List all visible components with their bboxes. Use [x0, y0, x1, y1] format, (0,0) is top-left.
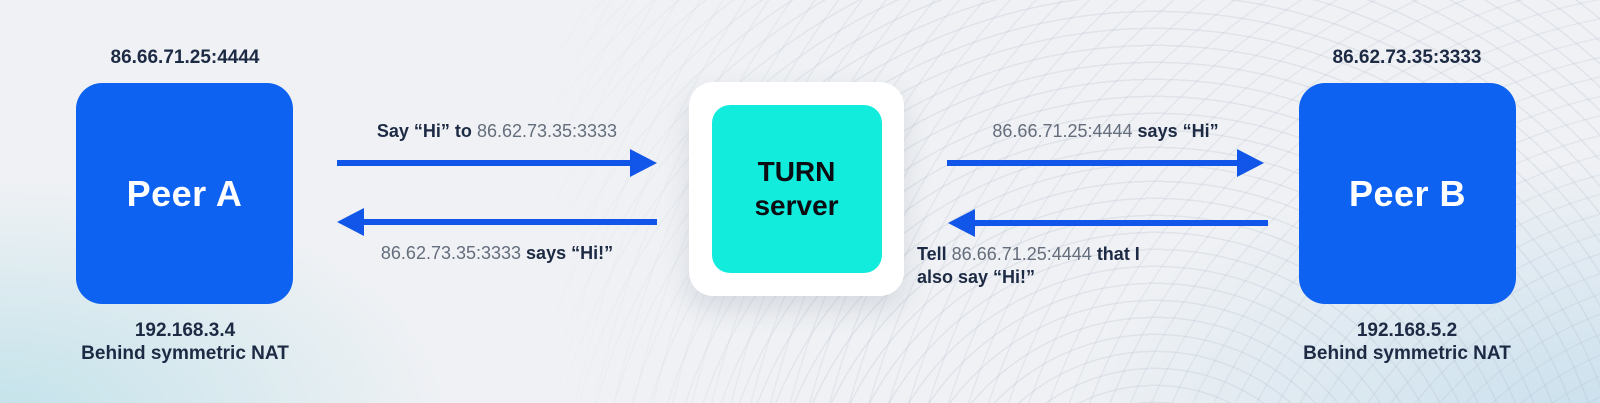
peer-a-label: Peer A — [126, 172, 243, 214]
arrow-turn-to-b — [947, 149, 1264, 177]
message-a-to-turn-address: 86.62.73.35:3333 — [476, 121, 618, 141]
arrow-shaft — [361, 219, 657, 225]
arrow-shaft — [947, 160, 1240, 166]
turn-server-label-line2: server — [754, 190, 839, 221]
message-b-to-turn-line2-text: also say “Hi!” — [917, 267, 1036, 287]
message-b-to-turn-line2: also say “Hi!” — [917, 266, 1035, 289]
arrow-a-to-turn — [337, 149, 657, 177]
turn-server-box: TURN server — [711, 105, 882, 273]
message-b-to-turn-suffix: that I — [1096, 244, 1140, 264]
turn-server-label-line1: TURN — [757, 156, 836, 187]
peer-a-local-address: 192.168.3.4 — [134, 320, 236, 341]
arrow-shaft — [972, 220, 1268, 226]
peer-a-nat-note: Behind symmetric NAT — [81, 343, 289, 364]
message-a-to-turn-verb: Say “Hi” to — [376, 121, 472, 141]
turn-server-outer-box: TURN server — [689, 82, 904, 296]
message-turn-to-b-address: 86.66.71.25:4444 — [992, 121, 1133, 141]
arrow-shaft — [337, 160, 633, 166]
peer-b-box: Peer B — [1299, 83, 1516, 304]
peer-a-box: Peer A — [76, 83, 293, 304]
arrow-turn-to-a — [337, 208, 657, 236]
message-turn-to-a: 86.62.73.35:3333 says “Hi!” — [337, 243, 657, 264]
message-b-to-turn: Tell 86.66.71.25:4444 that I also say “H… — [917, 243, 1297, 289]
message-turn-to-a-verb: says “Hi!” — [526, 243, 614, 263]
message-turn-to-a-address: 86.62.73.35:3333 — [380, 243, 522, 263]
peer-a-public-address: 86.66.71.25:4444 — [110, 47, 260, 68]
arrow-head-left-icon — [948, 209, 975, 237]
peer-b-public-address: 86.62.73.35:3333 — [1332, 47, 1482, 68]
message-b-to-turn-address: 86.66.71.25:4444 — [951, 244, 1092, 264]
arrow-head-left-icon — [337, 208, 364, 236]
message-b-to-turn-verb: Tell — [917, 244, 947, 264]
message-a-to-turn: Say “Hi” to 86.62.73.35:3333 — [337, 121, 657, 142]
peer-b-label: Peer B — [1348, 172, 1467, 214]
peer-a-local-info: 192.168.3.4 Behind symmetric NAT — [35, 319, 335, 365]
peer-b-local-info: 192.168.5.2 Behind symmetric NAT — [1257, 319, 1557, 365]
peer-b-nat-note: Behind symmetric NAT — [1303, 343, 1511, 364]
arrow-head-right-icon — [1237, 149, 1264, 177]
peer-b-local-address: 192.168.5.2 — [1356, 320, 1458, 341]
message-turn-to-b-verb: says “Hi” — [1137, 121, 1219, 141]
arrow-b-to-turn — [948, 209, 1268, 237]
message-b-to-turn-line1: Tell 86.66.71.25:4444 that I — [917, 243, 1140, 266]
message-turn-to-b: 86.66.71.25:4444 says “Hi” — [947, 121, 1264, 142]
arrow-head-right-icon — [630, 149, 657, 177]
